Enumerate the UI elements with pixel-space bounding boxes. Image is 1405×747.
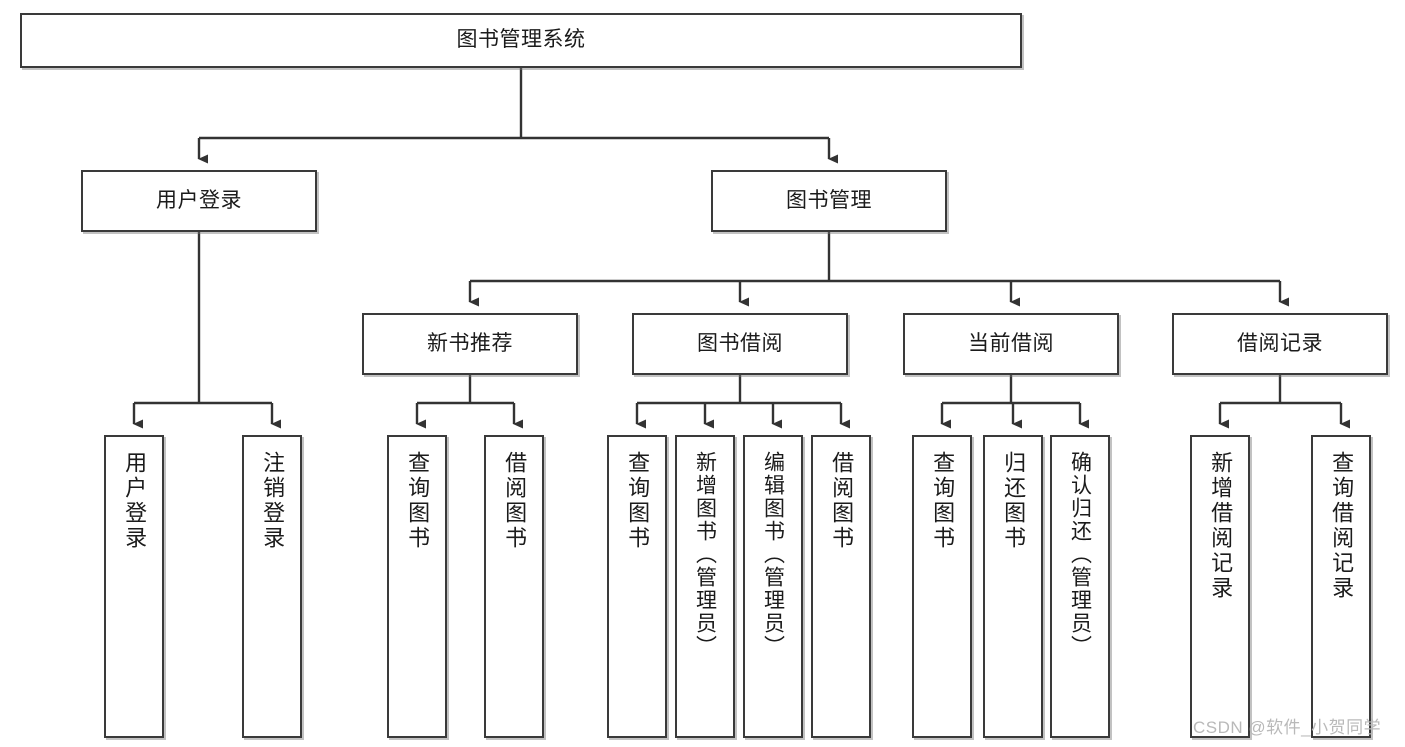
node-label: 注销登录 [260, 451, 286, 551]
node-label: 确认归还（管理员） [1068, 451, 1092, 658]
node-leaf-cb-query[interactable]: 查询图书 [912, 435, 972, 738]
node-label: 借阅图书 [502, 451, 528, 551]
node-label: 归还图书 [1001, 451, 1027, 551]
node-leaf-bb-edit[interactable]: 编辑图书（管理员） [743, 435, 803, 738]
node-leaf-user-logout[interactable]: 注销登录 [242, 435, 302, 738]
node-borrow-record[interactable]: 借阅记录 [1172, 313, 1388, 375]
csdn-watermark: CSDN @软件_小贺同学 [1193, 718, 1382, 737]
node-root[interactable]: 图书管理系统 [20, 13, 1022, 68]
node-label: 图书借阅 [697, 331, 783, 355]
node-label: 图书管理 [786, 188, 872, 212]
node-leaf-bb-add[interactable]: 新增图书（管理员） [675, 435, 735, 738]
node-leaf-br-query[interactable]: 查询借阅记录 [1311, 435, 1371, 738]
node-leaf-cb-confirm[interactable]: 确认归还（管理员） [1050, 435, 1110, 738]
node-leaf-rec-query[interactable]: 查询图书 [387, 435, 447, 738]
node-label: 图书管理系统 [456, 28, 586, 52]
node-label: 用户登录 [122, 451, 148, 551]
node-label: 查询借阅记录 [1329, 451, 1355, 601]
node-label: 查询图书 [405, 451, 431, 551]
node-leaf-br-add[interactable]: 新增借阅记录 [1190, 435, 1250, 738]
node-book-borrow[interactable]: 图书借阅 [632, 313, 848, 375]
node-label: 新增图书（管理员） [693, 451, 717, 658]
node-label: 当前借阅 [968, 331, 1054, 355]
node-leaf-user-login[interactable]: 用户登录 [104, 435, 164, 738]
node-label: 新书推荐 [427, 331, 513, 355]
node-leaf-rec-borrow[interactable]: 借阅图书 [484, 435, 544, 738]
node-label: 借阅图书 [829, 451, 855, 551]
node-leaf-cb-return[interactable]: 归还图书 [983, 435, 1043, 738]
node-leaf-bb-query[interactable]: 查询图书 [607, 435, 667, 738]
node-label: 编辑图书（管理员） [761, 451, 785, 658]
node-new-book-rec[interactable]: 新书推荐 [362, 313, 578, 375]
node-user-login[interactable]: 用户登录 [81, 170, 317, 232]
node-label: 新增借阅记录 [1208, 451, 1234, 601]
node-label: 借阅记录 [1237, 331, 1323, 355]
node-current-borrow[interactable]: 当前借阅 [903, 313, 1119, 375]
node-label: 用户登录 [156, 188, 242, 212]
node-leaf-bb-borrow[interactable]: 借阅图书 [811, 435, 871, 738]
node-book-manage[interactable]: 图书管理 [711, 170, 947, 232]
node-label: 查询图书 [625, 451, 651, 551]
node-label: 查询图书 [930, 451, 956, 551]
